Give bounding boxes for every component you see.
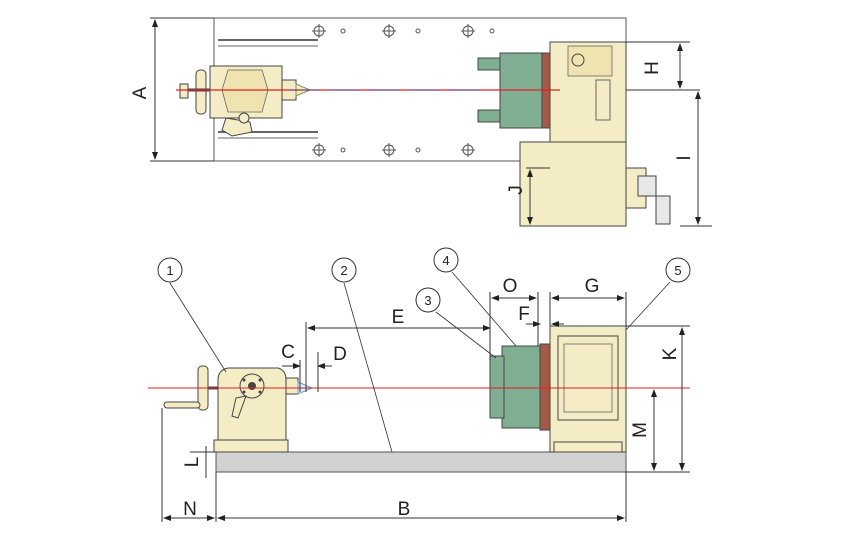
dim-label-D: D: [333, 344, 347, 365]
callout-2: [331, 257, 357, 283]
top-view: [176, 17, 671, 227]
dim-label-J: J: [506, 185, 527, 195]
dimension-labels: A H I J B N L E C D O F G K M: [130, 61, 695, 520]
side-view: [148, 325, 690, 473]
dim-label-I: I: [674, 155, 695, 160]
bed-base: [215, 451, 627, 473]
top-dimensions: [150, 17, 712, 227]
dim-label-N: N: [183, 499, 197, 520]
dim-label-B: B: [398, 499, 411, 520]
callout-1-label: 1: [166, 263, 173, 278]
rotary-chuck-side: [501, 345, 541, 429]
mounting-holes: [312, 24, 546, 157]
handwheel-top: [195, 69, 207, 115]
callout-5: [665, 257, 691, 283]
callout-leaders: [169, 271, 671, 453]
callout-2-label: 2: [340, 263, 347, 278]
callout-3: [415, 287, 441, 313]
dim-label-F: F: [518, 304, 530, 325]
callouts: 1 2 3 4 5: [157, 247, 691, 313]
callout-5-label: 5: [674, 263, 681, 278]
clamp-lever-side: [231, 395, 247, 419]
tailstock-top: [179, 65, 312, 137]
dim-label-L: L: [182, 457, 203, 468]
dim-label-E: E: [392, 307, 405, 328]
tailstock-side: [163, 365, 314, 453]
dim-label-A: A: [130, 86, 151, 99]
indexing-housing: [549, 325, 627, 453]
callout-4: [433, 247, 459, 273]
dim-label-G: G: [585, 276, 600, 297]
drive-box-top: [519, 141, 627, 227]
callout-4-label: 4: [442, 253, 449, 268]
side-dimensions: [161, 292, 690, 522]
dim-label-O: O: [503, 276, 518, 297]
headstock-side: [489, 325, 627, 453]
dim-label-C: C: [281, 342, 295, 363]
dim-label-K: K: [660, 347, 681, 360]
dim-label-M: M: [630, 422, 651, 438]
callout-1: [157, 257, 183, 283]
callout-3-label: 3: [424, 293, 431, 308]
face-plate-side: [539, 343, 551, 431]
dim-label-H: H: [642, 61, 663, 75]
motor-coupling: [637, 175, 657, 197]
